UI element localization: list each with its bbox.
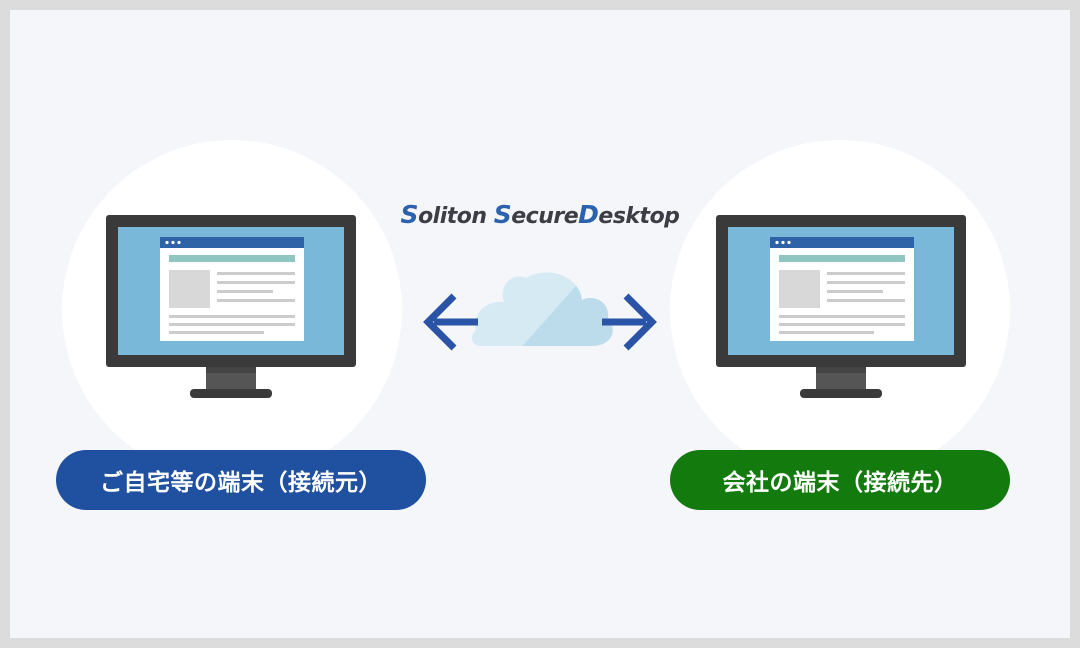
logo-text-oliton: oliton: [418, 204, 494, 229]
logo-initial-d: D: [578, 200, 599, 229]
logo-text-esktop: esktop: [598, 204, 680, 229]
arrow-left-icon: [423, 293, 478, 351]
left-terminal-label: ご自宅等の端末（接続元）: [56, 450, 426, 510]
right-monitor-icon: [716, 215, 966, 410]
logo-text-ecure: ecure: [511, 204, 579, 229]
arrow-right-icon: [602, 293, 657, 351]
left-terminal-label-text: ご自宅等の端末（接続元）: [100, 470, 382, 496]
right-terminal-label: 会社の端末（接続先）: [670, 450, 1010, 510]
soliton-securedesktop-logo: Soliton SecureDesktop: [390, 200, 690, 229]
diagram-canvas: Soliton SecureDesktop ご自宅等の: [10, 10, 1070, 638]
cloud-icon: [471, 272, 613, 346]
connection-graphic: [410, 250, 670, 360]
logo-initial-s2: S: [493, 200, 512, 229]
left-monitor-icon: [106, 215, 356, 410]
logo-initial-s1: S: [400, 200, 419, 229]
right-terminal-label-text: 会社の端末（接続先）: [722, 470, 958, 496]
